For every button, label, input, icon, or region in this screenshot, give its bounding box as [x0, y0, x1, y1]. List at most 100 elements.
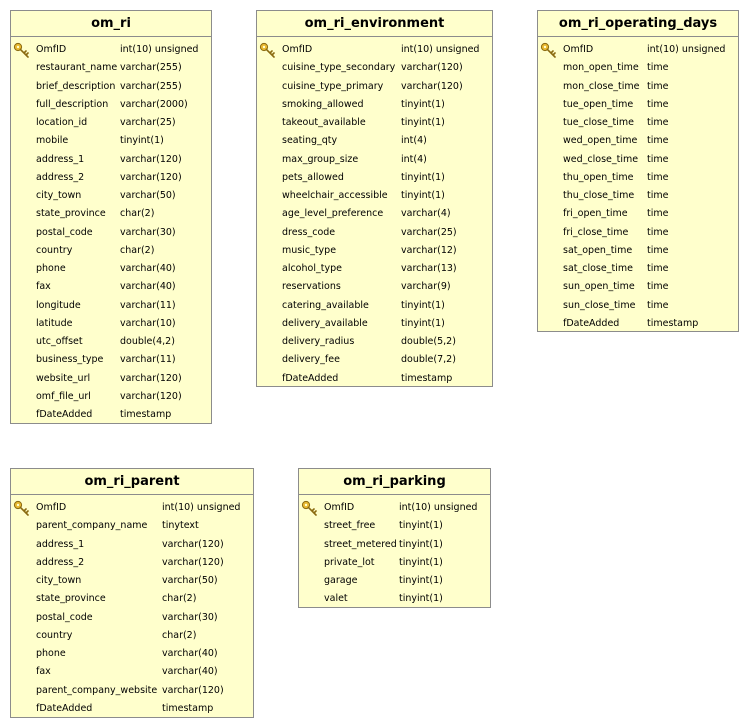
- column-name: postal_code: [36, 226, 93, 238]
- column-type: varchar(40): [162, 648, 218, 659]
- column-row[interactable]: omf_file_url varchar(120): [11, 388, 211, 406]
- column-row[interactable]: OmfID int(10) unsigned: [257, 41, 492, 59]
- column-type: int(10) unsigned: [399, 502, 478, 513]
- column-type: varchar(12): [401, 244, 457, 256]
- column-type: timestamp: [647, 317, 699, 329]
- column-name: mobile: [36, 135, 69, 147]
- column-type: tinyint(1): [399, 520, 443, 532]
- table-title: om_ri_parent: [11, 469, 253, 495]
- column-type: tinyint(1): [401, 190, 445, 201]
- column-type: time: [647, 263, 669, 274]
- column-name: fDateAdded: [36, 409, 93, 420]
- column-name: fri_open_time: [563, 208, 628, 220]
- column-name: delivery_fee: [282, 354, 340, 366]
- column-type: varchar(120): [120, 390, 182, 402]
- column-name: restaurant_name: [36, 62, 118, 74]
- column-name: omf_file_url: [36, 390, 91, 402]
- column-name: OmfID: [282, 44, 313, 55]
- column-type: varchar(11): [120, 299, 176, 311]
- column-type: int(10) unsigned: [120, 44, 199, 55]
- column-type: int(10) unsigned: [401, 44, 480, 55]
